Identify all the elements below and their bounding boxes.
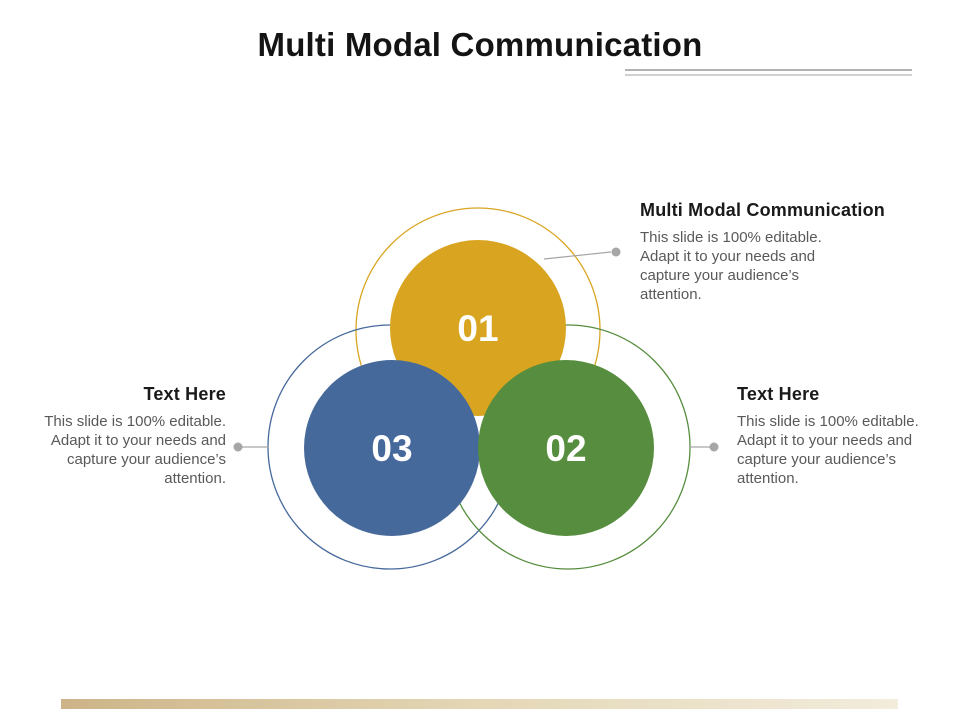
leader-dot-top xyxy=(611,247,621,257)
callout-left-heading: Text Here xyxy=(143,384,226,404)
solid-circle-03 xyxy=(304,360,480,536)
solid-circle-02 xyxy=(478,360,654,536)
title-underline-bottom-line xyxy=(625,74,912,76)
leader-dot-right xyxy=(709,442,719,452)
circle-01-label: 01 xyxy=(457,308,498,349)
callout-top-right-heading: Multi Modal Communication xyxy=(640,200,885,220)
callout-right: Text Here This slide is 100% editable. A… xyxy=(737,384,929,488)
leader-dot-left xyxy=(233,442,243,452)
callout-right-body: This slide is 100% editable. Adapt it to… xyxy=(737,413,919,487)
callout-top-right-body: This slide is 100% editable. Adapt it to… xyxy=(640,229,822,303)
slide-title: Multi Modal Communication xyxy=(257,26,703,63)
callout-top-right: Multi Modal Communication This slide is … xyxy=(640,200,910,304)
circle-03-label: 03 xyxy=(371,428,412,469)
callout-left: Text Here This slide is 100% editable. A… xyxy=(34,384,226,488)
bottom-accent-bar xyxy=(61,699,898,709)
title-underline xyxy=(625,69,912,76)
title-underline-top-line xyxy=(625,69,912,71)
leader-line-top xyxy=(543,251,612,260)
callout-right-heading: Text Here xyxy=(737,384,820,404)
callout-left-body: This slide is 100% editable. Adapt it to… xyxy=(44,413,226,487)
circle-02-label: 02 xyxy=(545,428,586,469)
